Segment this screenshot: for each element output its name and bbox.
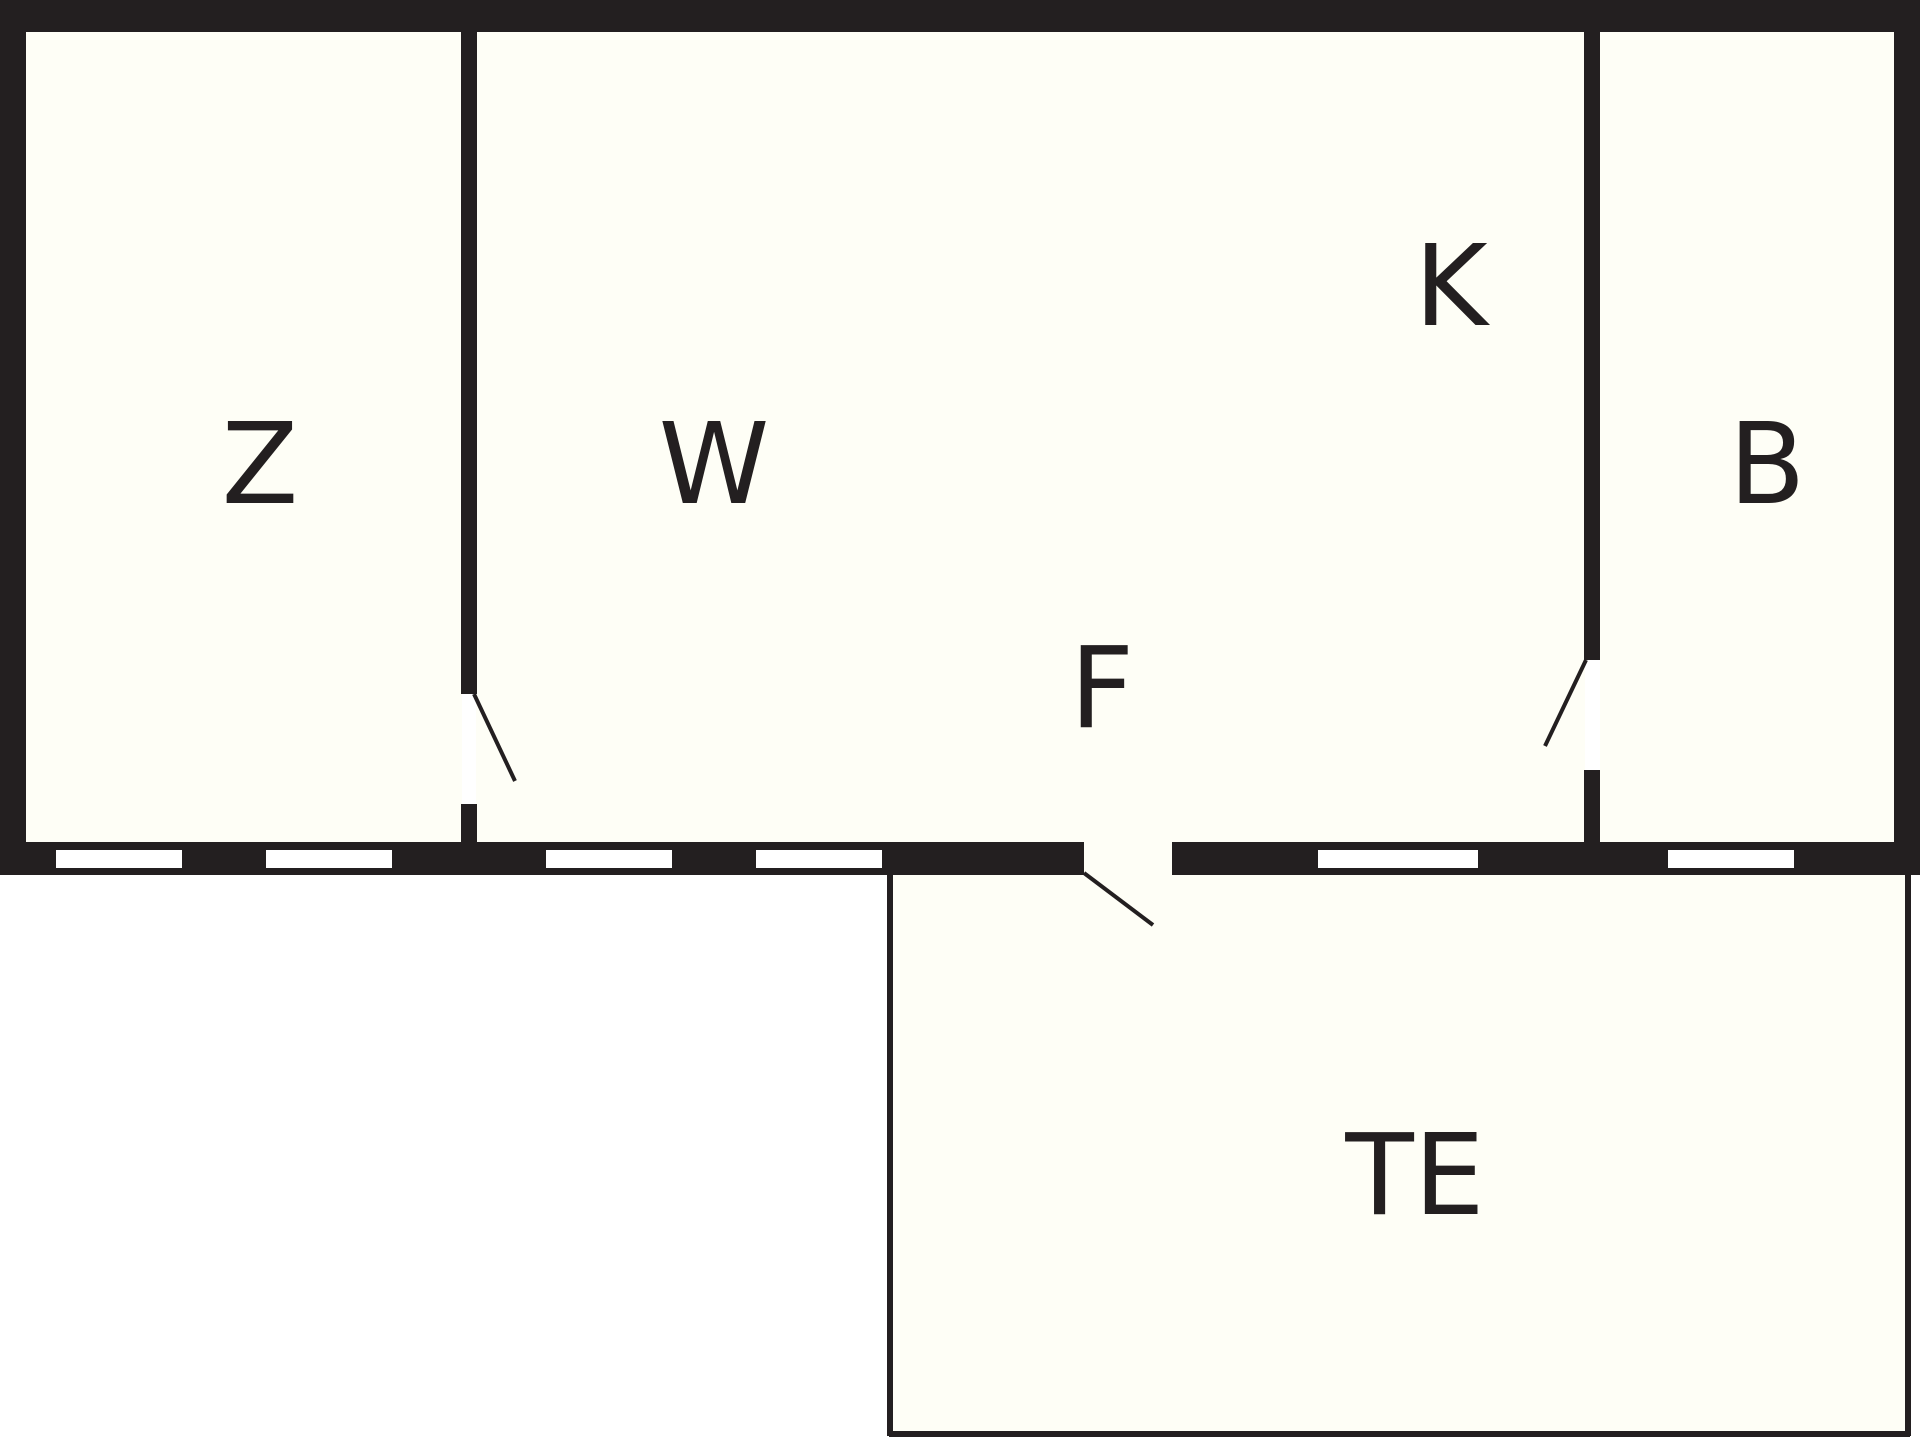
room-label-w: W (659, 400, 770, 530)
door-k-b-leaf (1543, 659, 1588, 747)
room-labels: Z W K B F TE (222, 222, 1806, 1241)
room-label-f: F (1070, 624, 1134, 754)
terrace-outline (887, 874, 1911, 1437)
walls (0, 0, 1920, 875)
window (1318, 850, 1478, 868)
doors (462, 659, 1599, 927)
wall-top (0, 0, 1920, 32)
wall-z-w-lower (461, 804, 477, 875)
door-k-b-opening (1585, 660, 1599, 770)
wall-bottom-right (1172, 842, 1920, 875)
wall-z-w-upper (461, 0, 477, 694)
window (56, 850, 182, 868)
window (756, 850, 882, 868)
room-label-z: Z (222, 400, 299, 530)
room-z-floor (20, 26, 466, 846)
room-te-floor (890, 872, 1908, 1432)
room-label-b: B (1729, 400, 1806, 530)
wall-k-b-upper (1584, 0, 1600, 660)
wall-k-b-lower (1584, 770, 1600, 875)
wall-left (0, 0, 26, 875)
floor-areas (20, 26, 1908, 1432)
door-z-w-leaf (472, 693, 517, 782)
window (266, 850, 392, 868)
room-w-k-floor (476, 26, 1592, 846)
windows (56, 850, 1794, 868)
door-terrace-leaf (1082, 871, 1155, 927)
door-terrace-opening (1084, 842, 1172, 875)
window (546, 850, 672, 868)
window (1668, 850, 1794, 868)
room-label-k: K (1414, 222, 1490, 352)
door-z-w-opening (462, 694, 476, 804)
room-b-floor (1600, 26, 1898, 846)
wall-right (1894, 0, 1920, 875)
room-label-te: TE (1344, 1111, 1484, 1241)
